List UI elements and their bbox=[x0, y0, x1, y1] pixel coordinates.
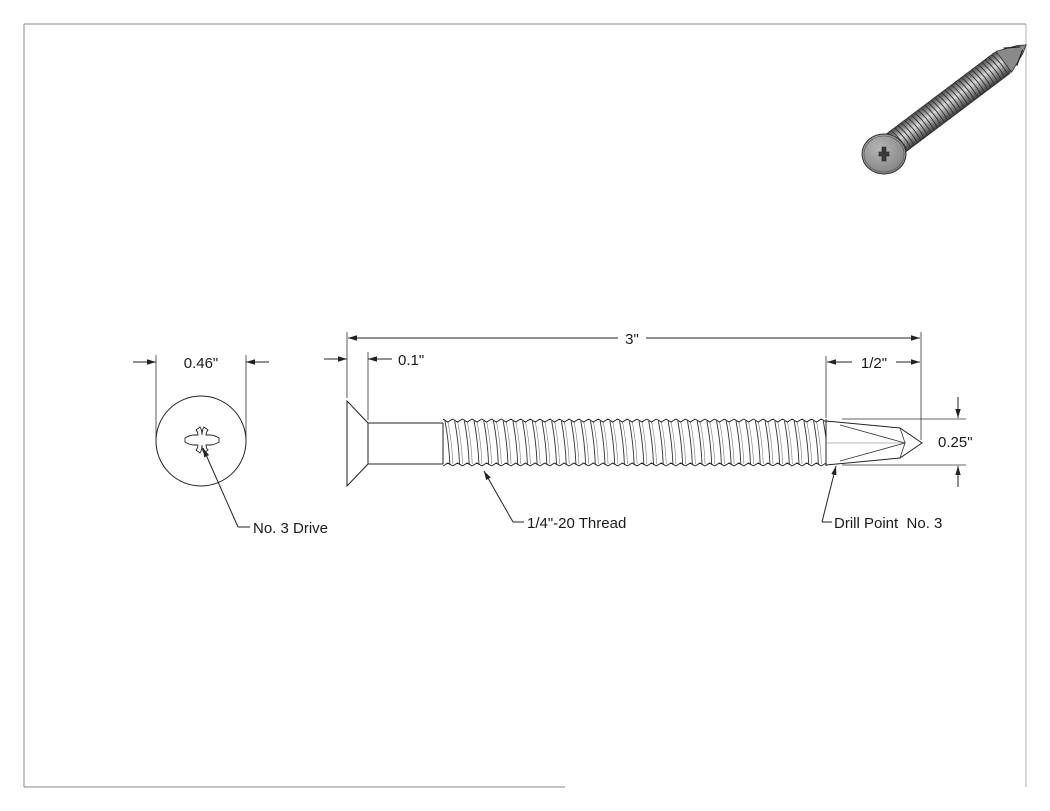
callout-drill-point-label: Drill Point No. 3 bbox=[834, 515, 942, 532]
callout-drill-point: Drill Point No. 3 bbox=[821, 465, 942, 532]
dim-thread-diameter-label: 0.25" bbox=[938, 434, 973, 451]
drawing-frame bbox=[23, 23, 1027, 788]
thread-section bbox=[442, 418, 832, 467]
dim-head-height-label: 0.1" bbox=[398, 352, 424, 369]
callout-thread-label: 1/4"-20 Thread bbox=[527, 515, 626, 532]
dim-drill-point-length-label: 1/2" bbox=[861, 355, 887, 372]
head-end-view bbox=[155, 395, 247, 487]
dim-head-diameter-label: 0.46" bbox=[184, 355, 219, 372]
dim-overall-length: 3" bbox=[346, 331, 922, 440]
dim-drill-point-length: 1/2" bbox=[825, 355, 920, 418]
callout-thread: 1/4"-20 Thread bbox=[483, 470, 626, 532]
screw-side-view bbox=[346, 399, 923, 488]
dim-head-height: 0.1" bbox=[324, 352, 424, 420]
callout-drive-label: No. 3 Drive bbox=[253, 520, 328, 537]
dim-thread-diameter: 0.25" bbox=[842, 397, 973, 487]
dim-head-diameter: 0.46" bbox=[133, 355, 269, 441]
iso-view-screw bbox=[861, 44, 1027, 175]
dim-overall-length-label: 3" bbox=[625, 331, 639, 348]
callout-drive: No. 3 Drive bbox=[202, 447, 328, 537]
